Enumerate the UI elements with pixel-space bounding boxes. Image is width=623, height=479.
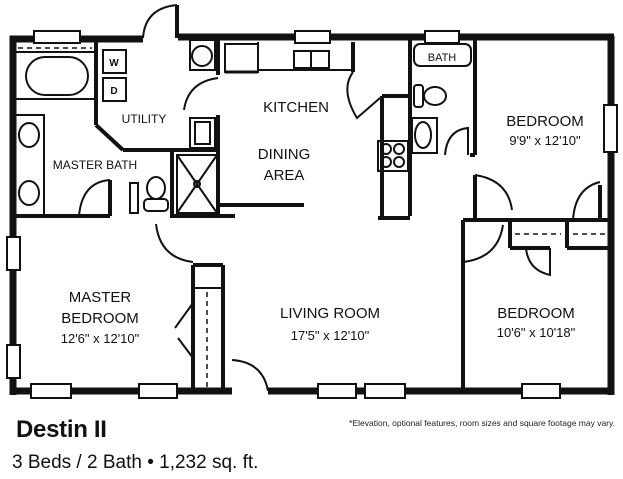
disclaimer: *Elevation, optional features, room size… xyxy=(349,418,615,428)
closet-rods xyxy=(18,47,606,388)
refrigerator xyxy=(224,43,259,73)
dining-label-line2: AREA xyxy=(264,167,305,184)
bedroom-2-dims: 9'9" x 12'10" xyxy=(509,133,581,148)
master-bedroom-label-line2: BEDROOM xyxy=(61,310,139,327)
living-room-dims: 17'5" x 12'10" xyxy=(291,328,370,343)
fixtures xyxy=(14,39,472,216)
windows xyxy=(6,30,618,399)
bath-label: BATH xyxy=(428,52,457,64)
stove xyxy=(377,140,409,172)
plan-name: Destin II xyxy=(16,416,107,443)
washer-label: W xyxy=(109,58,119,69)
doors xyxy=(78,4,601,392)
master-toilet xyxy=(146,176,166,200)
master-bedroom-dims: 12'6" x 12'10" xyxy=(61,331,140,346)
plan-summary: 3 Beds / 2 Bath • 1,232 sq. ft. xyxy=(12,452,259,473)
master-bath-label: MASTER BATH xyxy=(53,158,137,172)
hall-tub xyxy=(413,43,472,67)
dryer xyxy=(102,77,127,102)
shower xyxy=(176,154,218,214)
bedroom-2-label: BEDROOM xyxy=(506,113,584,130)
kitchen-label: KITCHEN xyxy=(263,99,329,116)
washer xyxy=(102,49,127,74)
dining-label-line1: DINING xyxy=(258,146,311,163)
bedroom-3-dims: 10'6" x 10'18" xyxy=(497,325,576,340)
bathtub xyxy=(14,51,96,100)
master-bedroom-label-line1: MASTER xyxy=(69,289,132,306)
hall-toilet xyxy=(423,86,447,106)
utility-label: UTILITY xyxy=(122,112,167,126)
vanity xyxy=(14,114,45,216)
living-room-label: LIVING ROOM xyxy=(280,305,380,322)
dryer-label: D xyxy=(110,86,117,97)
bedroom-3-label: BEDROOM xyxy=(497,305,575,322)
room-labels: W D UTILITY MASTER BATH KITCHEN DINING A… xyxy=(53,52,584,346)
floor-plan: W D UTILITY MASTER BATH KITCHEN DINING A… xyxy=(6,4,618,399)
